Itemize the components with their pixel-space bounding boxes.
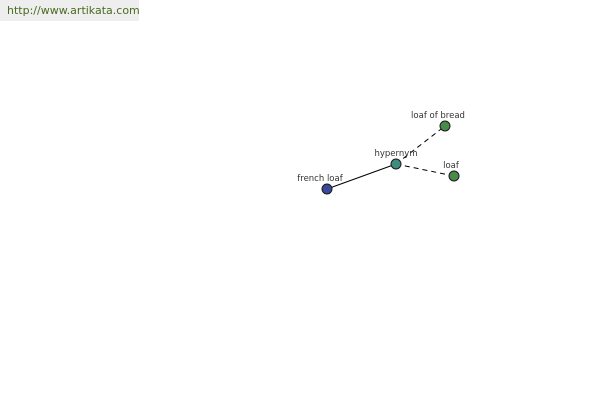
node-source[interactable]: french loaf: [297, 174, 344, 195]
node-label: french loaf: [297, 174, 343, 184]
node-label: loaf of bread: [411, 111, 465, 121]
node-circle[interactable]: [448, 170, 460, 182]
node-t1[interactable]: loaf of bread: [411, 111, 465, 132]
graph-nodes: hypernym french loaf loaf of bread loaf: [297, 111, 465, 195]
edge-source-center: [326, 163, 397, 190]
node-circle[interactable]: [321, 183, 333, 195]
edge-center-t2: [395, 163, 455, 177]
node-label: loaf: [443, 161, 460, 171]
edge-center-t1: [395, 125, 446, 165]
site-link[interactable]: http://www.artikata.com: [0, 0, 140, 21]
node-center[interactable]: hypernym: [374, 149, 418, 170]
graph-edges: [326, 125, 455, 190]
node-t2[interactable]: loaf: [443, 161, 460, 182]
node-circle[interactable]: [390, 158, 402, 170]
node-circle[interactable]: [439, 120, 451, 132]
node-label: hypernym: [374, 149, 417, 159]
